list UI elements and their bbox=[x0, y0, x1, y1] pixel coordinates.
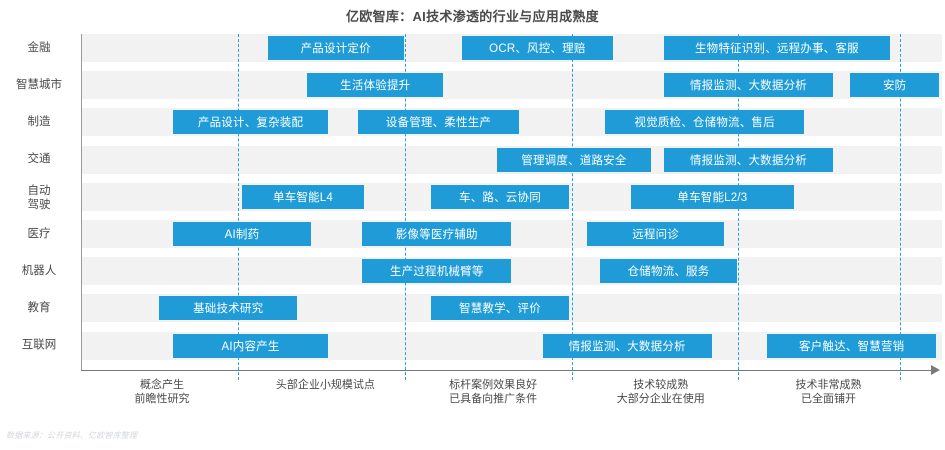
task-box[interactable]: 设备管理、柔性生产 bbox=[358, 110, 519, 135]
task-box[interactable]: 单车智能L4 bbox=[241, 184, 365, 209]
category-label-3: 制造 bbox=[27, 115, 51, 128]
task-box[interactable]: OCR、风控、理赔 bbox=[462, 36, 613, 60]
task-box[interactable]: 客户触达、智慧营销 bbox=[767, 333, 936, 358]
stage-label-5: 技术非常成熟已全面铺开 bbox=[795, 379, 862, 405]
stage-gridline-5 bbox=[899, 34, 901, 380]
category-label-4: 交通 bbox=[27, 153, 51, 166]
task-box[interactable]: 生物特征识别、远程办事、客服 bbox=[664, 36, 890, 60]
task-box[interactable]: AI内容产生 bbox=[173, 333, 328, 358]
stage-gridline-2 bbox=[405, 34, 407, 380]
task-box[interactable]: AI制药 bbox=[173, 222, 311, 246]
stage-label-4: 技术较成熟大部分企业在使用 bbox=[616, 379, 705, 405]
task-box[interactable]: 基础技术研究 bbox=[159, 296, 297, 321]
stage-label-2: 头部企业小规模试点 bbox=[275, 379, 375, 391]
task-box[interactable]: 产品设计定价 bbox=[267, 36, 404, 60]
category-label-7: 机器人 bbox=[21, 264, 57, 277]
y-axis-line bbox=[81, 34, 82, 370]
category-label-8: 教育 bbox=[27, 301, 51, 314]
task-box[interactable]: 车、路、云协同 bbox=[431, 184, 569, 209]
category-label-2: 智慧城市 bbox=[16, 78, 62, 91]
task-box[interactable]: 智慧教学、评价 bbox=[431, 296, 569, 321]
x-axis-line bbox=[81, 370, 933, 371]
task-box[interactable]: 仓储物流、服务 bbox=[599, 259, 738, 284]
page-title: 亿欧智库：AI技术渗透的行业与应用成熟度 bbox=[345, 9, 599, 24]
category-label-1: 金融 bbox=[27, 41, 51, 54]
task-box[interactable]: 情报监测、大数据分析 bbox=[664, 73, 833, 98]
task-box[interactable]: 生产过程机械臂等 bbox=[362, 259, 512, 284]
category-label-9: 互联网 bbox=[21, 339, 57, 352]
task-box[interactable]: 管理调度、道路安全 bbox=[496, 147, 652, 172]
stage-label-3: 标杆案例效果良好已具备向推广条件 bbox=[449, 379, 538, 405]
category-label-6: 医疗 bbox=[27, 227, 51, 240]
stage-label-1: 概念产生前瞻性研究 bbox=[134, 379, 190, 405]
stage-gridline-3 bbox=[572, 34, 574, 380]
stage-gridline-1 bbox=[237, 34, 239, 380]
task-box[interactable]: 情报监测、大数据分析 bbox=[664, 147, 833, 172]
source-note: 数据来源：公开资料、亿欧智库整理 bbox=[6, 431, 138, 440]
task-box[interactable]: 安防 bbox=[849, 73, 940, 98]
row-band bbox=[82, 257, 942, 286]
category-label-5: 自动驾驶 bbox=[27, 184, 51, 211]
task-box[interactable]: 生活体验提升 bbox=[307, 73, 444, 98]
task-box[interactable]: 视觉质检、仓储物流、售后 bbox=[604, 110, 805, 135]
x-axis-arrow-icon bbox=[931, 365, 940, 375]
task-box[interactable]: 情报监测、大数据分析 bbox=[542, 333, 712, 358]
task-box[interactable]: 单车智能L2/3 bbox=[630, 184, 795, 209]
task-box[interactable]: 产品设计、复杂装配 bbox=[173, 110, 328, 135]
task-box[interactable]: 远程问诊 bbox=[586, 222, 725, 246]
task-box[interactable]: 影像等医疗辅助 bbox=[362, 222, 512, 246]
